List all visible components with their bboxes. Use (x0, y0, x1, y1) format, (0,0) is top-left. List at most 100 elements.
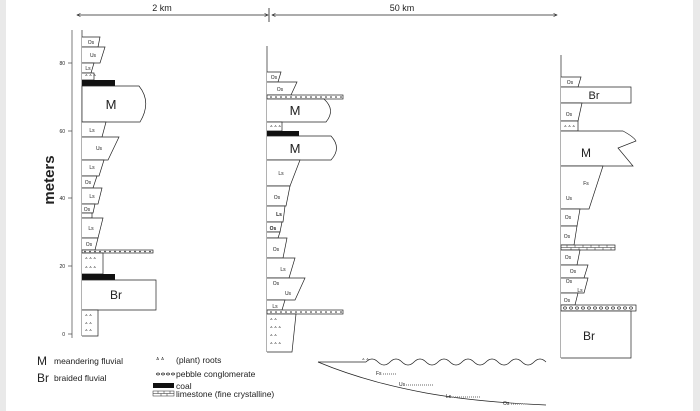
bed-meandering (81, 85, 147, 123)
axis-tick-label: 20 (59, 264, 65, 270)
lith-label: Os (84, 207, 91, 213)
bed-braided (82, 279, 157, 311)
axis-tick-label: 40 (59, 196, 65, 202)
left-labels: Os Us Ls M Ls Us Ls Os Ls Os Ls Os Br (84, 40, 122, 302)
pebble-bed (560, 304, 637, 312)
lith-label: Ls (577, 288, 583, 294)
axis-tick-label: 0 (62, 332, 65, 338)
lith-label: Os (567, 80, 574, 86)
legend-symbol-braided: Br (37, 371, 49, 385)
lith-label: M (290, 103, 301, 118)
grain-label: Os (503, 401, 510, 407)
distance-label-left: 2 km (152, 3, 172, 13)
bed-small (82, 212, 93, 219)
lith-label: Os (273, 281, 280, 287)
bed-roots (82, 309, 99, 337)
svg-text:ᐞ ᐞ: ᐞ ᐞ (85, 329, 92, 335)
coal-bed (267, 131, 299, 136)
svg-text:ᐞ ᐞ: ᐞ ᐞ (270, 334, 277, 340)
right-roots-symbols: ᐞ ᐞ ᐞ (564, 125, 575, 131)
bed-meandering (561, 130, 637, 167)
lith-label: Os (565, 255, 572, 261)
lith-label: Os (565, 215, 572, 221)
svg-text:ᐞ ᐞ ᐞ: ᐞ ᐞ ᐞ (270, 342, 281, 348)
stratigraphy-figure: 2 km 50 km 0 20 40 60 80 meters (37, 3, 637, 407)
lith-label: Us (285, 291, 292, 297)
svg-text:ᐞ ᐞ ᐞ: ᐞ ᐞ ᐞ (85, 266, 96, 272)
lith-label: Os (85, 180, 92, 186)
column-left (81, 30, 157, 337)
key-roots-icon: ᐞ ᐞ (362, 358, 369, 364)
distance-arrows: 2 km 50 km (77, 3, 557, 22)
bed-os (267, 231, 281, 239)
lith-label: Br (589, 90, 600, 102)
coal-bed (82, 274, 115, 280)
svg-text:ᐞ ᐞ ᐞ: ᐞ ᐞ ᐞ (564, 125, 575, 131)
lith-label: Os (86, 242, 93, 248)
svg-text:ᐞ ᐞ ᐞ: ᐞ ᐞ ᐞ (85, 74, 96, 80)
lith-label: Us (96, 146, 103, 152)
lith-label: M (290, 141, 301, 156)
lith-label: Ls (89, 165, 95, 171)
legend-text-braided: braided fluvial (54, 373, 107, 383)
lith-label: M (581, 146, 591, 160)
pebble-symbol-icon (156, 372, 175, 376)
lith-label: Os (570, 269, 577, 275)
limestone-symbol-icon (152, 390, 175, 397)
lith-label: Br (583, 329, 595, 343)
lith-label: Ls (85, 66, 91, 72)
distance-label-right: 50 km (390, 3, 415, 13)
bed-braided (561, 310, 632, 359)
page: 2 km 50 km 0 20 40 60 80 meters (6, 0, 693, 411)
svg-text:ᐞ ᐞ: ᐞ ᐞ (270, 318, 277, 324)
bed-fs-us (561, 165, 604, 210)
lith-label: Ls (276, 212, 282, 218)
legend-text-meandering: meandering fluvial (54, 356, 123, 366)
left-pebble-pattern (84, 250, 151, 253)
lith-label: Us (90, 53, 97, 59)
lith-label: Os (88, 40, 95, 46)
lith-label: Ls (89, 194, 95, 200)
right-limestone-pattern (561, 245, 615, 250)
lith-label: Ls (280, 267, 286, 273)
lith-label: Os (270, 226, 277, 232)
lith-label: Us (566, 196, 573, 202)
right-labels: Os Br Os M Fs Us Os Os Os Os Os Ls Os Br (564, 80, 600, 343)
grain-label: Ls (446, 394, 452, 400)
legend-text-pebble: pebble conglomerate (176, 369, 256, 379)
lith-label: Os (274, 195, 281, 201)
key-wavy-line (365, 358, 547, 366)
svg-text:ᐞ ᐞ ᐞ: ᐞ ᐞ ᐞ (270, 326, 281, 332)
roots-symbol-icon: ᐞ ᐞ (156, 357, 164, 364)
grain-label: Us (399, 382, 406, 388)
middle-pebble-pattern (270, 96, 342, 313)
coal-symbol-icon (153, 383, 174, 388)
lith-label: Br (110, 288, 122, 302)
lith-label: Os (566, 112, 573, 118)
svg-text:ᐞ ᐞ: ᐞ ᐞ (85, 322, 92, 328)
bed-meandering (267, 135, 337, 161)
key-curve (317, 361, 547, 406)
right-pebble-pattern (563, 306, 633, 310)
meters-axis: 0 20 40 60 80 meters (41, 30, 73, 338)
legend: M meandering fluvial Br braided fluvial … (37, 354, 274, 399)
lith-label: Os (566, 279, 573, 285)
legend-symbol-meandering: M (37, 354, 47, 368)
axis-tick-label: 80 (59, 61, 65, 67)
middle-roots-symbols: ᐞ ᐞ ᐞ ᐞ ᐞ ᐞ ᐞ ᐞ ᐞ ᐞ ᐞ ᐞ ᐞ (270, 125, 281, 348)
axis-tick-label: 60 (59, 129, 65, 135)
left-roots-symbols: ᐞ ᐞ ᐞ ᐞ ᐞ ᐞ ᐞ ᐞ ᐞ ᐞ ᐞ ᐞ ᐞ ᐞ ᐞ (85, 74, 96, 335)
lith-label: Os (271, 75, 278, 81)
svg-text:ᐞ ᐞ ᐞ: ᐞ ᐞ ᐞ (270, 125, 281, 131)
lith-label: Os (564, 234, 571, 240)
lith-label: Os (273, 247, 280, 253)
lith-label: M (106, 97, 117, 112)
column-right (560, 55, 637, 359)
legend-text-coal: coal (176, 381, 192, 391)
lith-label: Fs (583, 181, 589, 187)
pebble-bed (81, 249, 154, 254)
lith-label: Os (277, 87, 284, 93)
lith-label: Ls (89, 128, 95, 134)
lith-label: Os (564, 298, 571, 304)
grain-key-sketch: ᐞ ᐞ (317, 358, 547, 406)
